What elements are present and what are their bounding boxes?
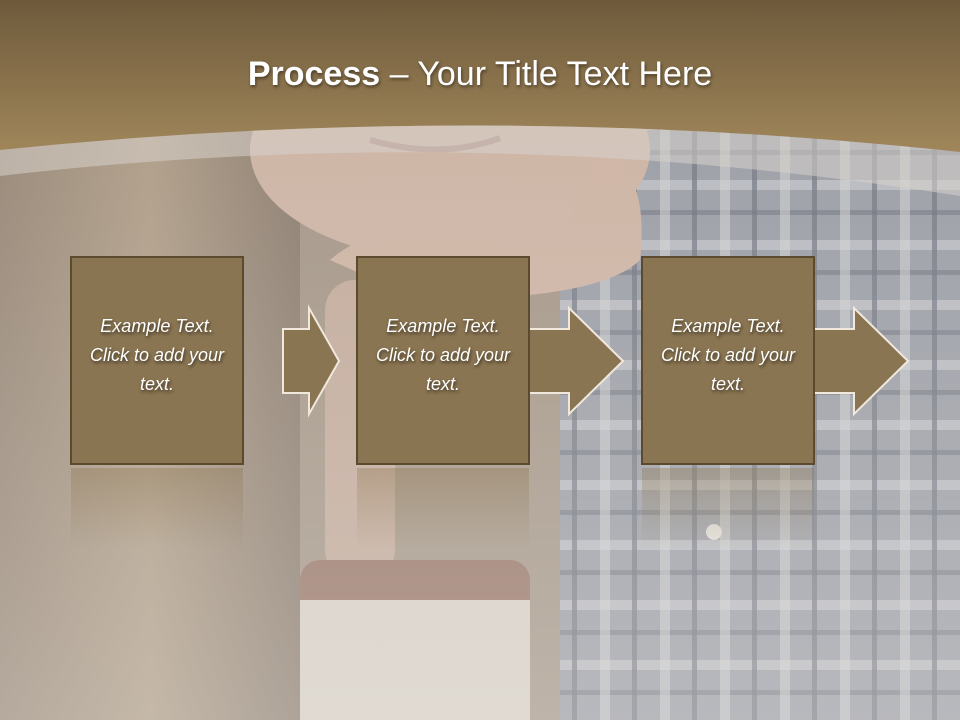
process-step-2[interactable]: Example Text. Click to add your text. xyxy=(356,256,625,465)
step-reflection xyxy=(71,468,243,548)
title-rest: – Your Title Text Here xyxy=(380,55,713,93)
step-text: Example Text. Click to add your text. xyxy=(89,316,225,394)
arrow-right-icon xyxy=(641,256,910,465)
title-bold: Process xyxy=(247,55,381,93)
step-box[interactable]: Example Text. Click to add your text. xyxy=(71,257,243,464)
step-text: Example Text. Click to add your text. xyxy=(660,316,796,394)
process-step-3[interactable]: Example Text. Click to add your text. xyxy=(641,256,910,465)
step-text: Example Text. Click to add your text. xyxy=(375,316,511,394)
slide-title[interactable]: Process – Your Title Text Here xyxy=(0,52,960,96)
process-step-1[interactable]: Example Text. Click to add your text. xyxy=(70,256,341,465)
step-reflection xyxy=(357,468,529,548)
arrow-right-icon xyxy=(70,256,341,465)
step-box[interactable]: Example Text. Click to add your text. xyxy=(642,257,814,464)
arrow-right-icon xyxy=(356,256,625,465)
step-reflection xyxy=(642,468,814,548)
step-box[interactable]: Example Text. Click to add your text. xyxy=(357,257,529,464)
